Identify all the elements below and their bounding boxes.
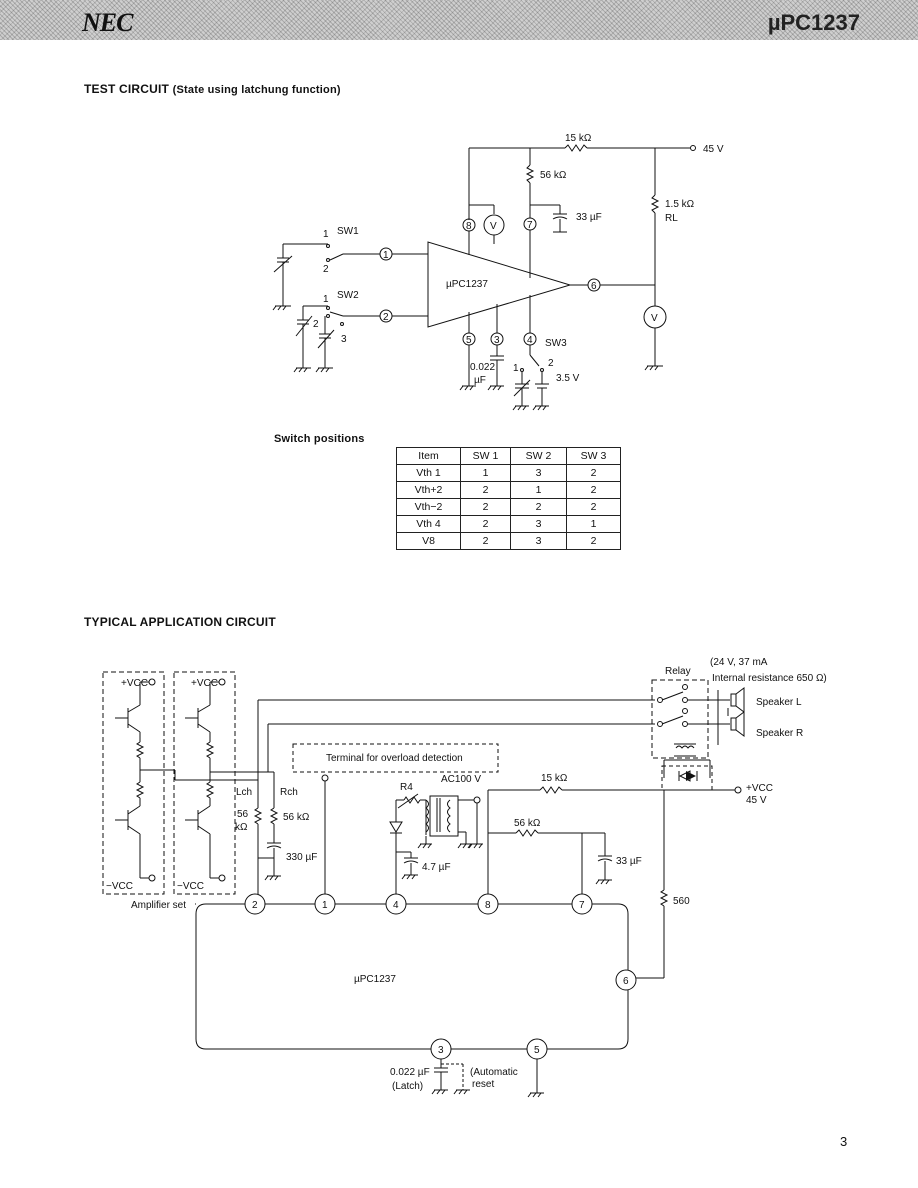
ac-56-lch: 56 xyxy=(237,809,249,820)
tc-sw3-pos2: 2 xyxy=(548,358,554,369)
tc-label-rl: RL xyxy=(665,213,678,224)
tc-label-ic: µPC1237 xyxy=(446,279,488,290)
ac-pin-1: 1 xyxy=(322,900,328,911)
tc-label-uf: µF xyxy=(474,375,486,386)
ac-pin-5: 5 xyxy=(534,1045,540,1056)
ac-0022uf: 0.022 µF xyxy=(390,1067,430,1078)
ac-auto-reset-2: reset xyxy=(472,1079,494,1090)
ac-relay: Relay xyxy=(665,666,691,677)
ac-speaker-r: Speaker R xyxy=(756,728,803,739)
ac-relay-spec-2: Internal resistance 650 Ω) xyxy=(712,673,827,684)
ac-auto-reset-1: (Automatic xyxy=(470,1067,518,1078)
table-row: V8 2 3 2 xyxy=(396,532,621,550)
tc-label-33uf: 33 µF xyxy=(576,212,602,223)
ac-56k: 56 kΩ xyxy=(514,818,541,829)
part-number: µPC1237 xyxy=(767,10,860,35)
table-row: Vth−2 2 2 2 xyxy=(396,498,621,516)
table-cell: V8 xyxy=(396,532,461,550)
tc-label-15k: 15 kΩ xyxy=(565,133,592,144)
test-circuit-heading: TEST CIRCUIT (State using latchung funct… xyxy=(84,82,341,96)
ac-rch: Rch xyxy=(280,787,298,798)
ac-pin-3: 3 xyxy=(438,1045,444,1056)
tc-label-56k: 56 kΩ xyxy=(540,170,567,181)
tc-pin-2: 2 xyxy=(383,312,389,323)
tc-pin-3: 3 xyxy=(494,335,500,346)
ac-amp-set: Amplifier set xyxy=(131,900,186,911)
tc-pin-4: 4 xyxy=(527,335,533,346)
ac-47uf: 4.7 µF xyxy=(422,862,451,873)
page-number: 3 xyxy=(840,1134,848,1149)
ac-56-lch-unit: kΩ xyxy=(235,822,248,833)
tc-label-sw3: SW3 xyxy=(545,338,567,349)
tc-label-35v: 3.5 V xyxy=(556,373,580,384)
ac-pin-8: 8 xyxy=(485,900,491,911)
ac-pin-4: 4 xyxy=(393,900,399,911)
ac-33uf: 33 µF xyxy=(616,856,642,867)
tc-pin-6: 6 xyxy=(591,281,597,292)
switch-positions-title: Switch positions xyxy=(274,433,365,445)
tc-sw2-pos2: 2 xyxy=(313,319,319,330)
tc-meter-v2: V xyxy=(651,313,658,324)
page-header-band xyxy=(0,0,918,40)
tc-label-sw2: SW2 xyxy=(337,290,359,301)
ac-pin-7: 7 xyxy=(579,900,585,911)
table-header-row: Item SW 1 SW 2 SW 3 xyxy=(396,447,621,465)
tc-label-45v: 45 V xyxy=(703,144,724,155)
ac-relay-spec-1: (24 V, 37 mA xyxy=(710,657,768,668)
ac-vcc-out: +VCC xyxy=(746,783,773,794)
tc-pin-7: 7 xyxy=(527,220,533,231)
ac-ic-label: µPC1237 xyxy=(354,974,396,985)
tc-sw1-pos2: 2 xyxy=(323,264,329,275)
ac-lch: Lch xyxy=(236,787,252,798)
col-header: SW 1 xyxy=(460,447,511,465)
nec-logo: NEC xyxy=(82,8,133,37)
col-header: SW 3 xyxy=(566,447,621,465)
tc-pin-5: 5 xyxy=(466,335,472,346)
tc-sw3-pos1: 1 xyxy=(513,363,519,374)
ac-pin-6: 6 xyxy=(623,976,629,987)
ac-56k-rch: 56 kΩ xyxy=(283,812,310,823)
tc-label-0022: 0.022 xyxy=(470,362,495,373)
ac-vcc-neg-1: −VCC xyxy=(106,881,133,892)
tc-pin-8: 8 xyxy=(466,221,472,232)
tc-sw1-pos1: 1 xyxy=(323,229,329,240)
tc-sw2-pos1: 1 xyxy=(323,294,329,305)
ac-vcc-pos-2: +VCC xyxy=(191,678,218,689)
ac-330uf: 330 µF xyxy=(286,852,317,863)
switch-positions-table: Item SW 1 SW 2 SW 3 Vth 1 1 3 2 Vth+2 2 … xyxy=(396,447,621,550)
application-circuit-title: TYPICAL APPLICATION CIRCUIT xyxy=(84,615,276,629)
ac-560: 560 xyxy=(673,896,690,907)
test-circuit-subtitle: (State using latchung function) xyxy=(172,84,341,96)
ac-ac100v: AC100 V xyxy=(441,774,481,785)
table-cell: 2 xyxy=(566,532,621,550)
ac-vcc-neg-2: −VCC xyxy=(177,881,204,892)
ac-45v: 45 V xyxy=(746,795,767,806)
table-row: Vth+2 2 1 2 xyxy=(396,481,621,499)
ac-15k: 15 kΩ xyxy=(541,773,568,784)
test-circuit-title: TEST CIRCUIT xyxy=(84,82,170,96)
ac-pin-2: 2 xyxy=(252,900,258,911)
tc-label-sw1: SW1 xyxy=(337,226,359,237)
ac-r4: R4 xyxy=(400,782,413,793)
ac-latch: (Latch) xyxy=(392,1081,423,1092)
tc-label-15k-rl: 1.5 kΩ xyxy=(665,199,695,210)
ac-overload-label: Terminal for overload detection xyxy=(326,753,463,764)
ac-speaker-l: Speaker L xyxy=(756,697,802,708)
tc-sw2-pos3: 3 xyxy=(341,334,347,345)
tc-pin-1: 1 xyxy=(383,250,389,261)
tc-meter-v1: V xyxy=(490,221,497,232)
ac-vcc-pos-1: +VCC xyxy=(121,678,148,689)
